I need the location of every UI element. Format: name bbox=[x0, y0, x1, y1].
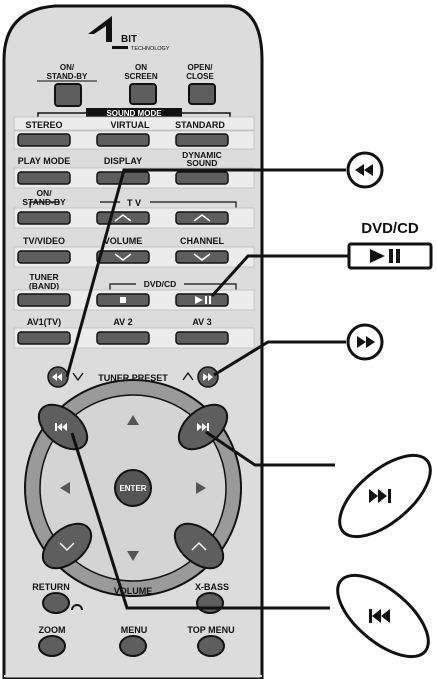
return-button[interactable] bbox=[42, 592, 70, 614]
standby-label-1: ON/ bbox=[60, 63, 75, 72]
enter-label: ENTER bbox=[119, 484, 146, 493]
nav-right-icon[interactable] bbox=[196, 482, 206, 494]
tv-channel-down-button[interactable] bbox=[175, 250, 229, 264]
av1-button[interactable] bbox=[17, 331, 71, 345]
dynamic-label-2: SOUND bbox=[187, 158, 218, 168]
return-label: RETURN bbox=[32, 582, 70, 592]
av3-button[interactable] bbox=[175, 331, 229, 345]
skip-next-leader-line bbox=[205, 430, 335, 467]
av3-label: AV 3 bbox=[192, 317, 211, 327]
skip-next-small-icon bbox=[197, 423, 209, 431]
fast-forward-leader-line bbox=[213, 340, 346, 377]
tuner-label-2: (BAND) bbox=[29, 281, 59, 291]
play-mode-button[interactable] bbox=[17, 171, 71, 185]
onscreen-label-1: ON bbox=[135, 63, 147, 72]
tuner-band-button[interactable] bbox=[17, 293, 71, 307]
fast-forward-icon bbox=[357, 336, 375, 348]
rewind-icon bbox=[355, 164, 373, 176]
play-pause-large-icon bbox=[370, 249, 385, 263]
enter-button[interactable] bbox=[114, 469, 152, 507]
rewind-callout bbox=[346, 151, 384, 189]
tuner-label-1: TUNER bbox=[29, 272, 58, 282]
tv-channel-up-button[interactable] bbox=[175, 211, 229, 225]
tv-standby-button[interactable] bbox=[17, 211, 71, 225]
skip-previous-callout bbox=[336, 573, 430, 659]
fast-forward-callout bbox=[346, 323, 384, 361]
top-menu-label: TOP MENU bbox=[187, 625, 234, 635]
logo-brand: BIT bbox=[121, 34, 137, 45]
standby-button[interactable] bbox=[54, 83, 82, 107]
play-mode-label: PLAY MODE bbox=[18, 156, 71, 166]
sound-mode-header bbox=[86, 108, 182, 118]
volume-up-arrow-icon bbox=[191, 541, 207, 551]
zoom-button[interactable] bbox=[38, 635, 66, 657]
volume-down-button[interactable] bbox=[35, 515, 100, 577]
tuner-preset-label: TUNER PRESET bbox=[98, 373, 168, 383]
channel-up-icon bbox=[193, 214, 211, 222]
skip-previous-leader-line bbox=[70, 432, 330, 610]
tv-volume-down-button[interactable] bbox=[96, 250, 150, 264]
av1-label: AV1(TV) bbox=[27, 317, 61, 327]
volume-down-icon bbox=[114, 253, 132, 261]
nav-down-icon[interactable] bbox=[127, 551, 139, 561]
tv-volume-label: VOLUME bbox=[104, 236, 143, 246]
onscreen-button[interactable] bbox=[129, 83, 157, 105]
top-menu-button[interactable] bbox=[197, 635, 225, 657]
standard-label: STANDARD bbox=[175, 120, 225, 130]
play-pause-callout bbox=[347, 242, 433, 270]
volume-up-icon bbox=[114, 214, 132, 222]
fast-forward-small-icon bbox=[203, 373, 213, 381]
dynamic-sound-button[interactable] bbox=[175, 171, 229, 185]
open-close-button[interactable] bbox=[188, 83, 216, 105]
tv-channel-label: CHANNEL bbox=[180, 236, 225, 246]
dvdcd-section-title: DVD/CD bbox=[144, 279, 177, 289]
standard-button[interactable] bbox=[175, 133, 229, 147]
return-arrow-icon bbox=[71, 604, 83, 611]
tv-video-label: TV/VIDEO bbox=[23, 236, 65, 246]
tv-volume-up-button[interactable] bbox=[96, 211, 150, 225]
skip-previous-icon bbox=[372, 609, 390, 623]
nav-up-icon[interactable] bbox=[127, 415, 139, 425]
channel-down-icon bbox=[193, 253, 211, 261]
xbass-button[interactable] bbox=[196, 592, 224, 614]
xbass-label: X-BASS bbox=[195, 582, 229, 592]
play-pause-leader-line bbox=[210, 254, 348, 298]
tv-video-button[interactable] bbox=[17, 250, 71, 264]
open-close-label-2: CLOSE bbox=[186, 72, 214, 81]
virtual-label: VIRTUAL bbox=[111, 120, 150, 130]
display-label: DISPLAY bbox=[104, 156, 142, 166]
av2-button[interactable] bbox=[96, 331, 150, 345]
nav-left-icon[interactable] bbox=[60, 482, 70, 494]
dvd-cd-caption: DVD/CD bbox=[361, 220, 419, 237]
skip-previous-small-icon bbox=[55, 423, 67, 431]
volume-up-button[interactable] bbox=[167, 515, 232, 577]
menu-button[interactable] bbox=[119, 635, 147, 657]
skip-next-icon bbox=[369, 489, 387, 503]
tv-standby-label-1: ON/ bbox=[36, 188, 52, 198]
stereo-label: STEREO bbox=[25, 120, 62, 130]
rewind-leader-line bbox=[65, 168, 346, 378]
volume-down-arrow-icon bbox=[59, 542, 75, 552]
rewind-small-icon bbox=[52, 373, 62, 381]
stop-icon bbox=[120, 297, 126, 303]
volume-label: VOLUME bbox=[114, 586, 153, 596]
tv-section-title: T V bbox=[127, 198, 141, 208]
virtual-button[interactable] bbox=[96, 133, 150, 147]
zoom-label: ZOOM bbox=[39, 625, 66, 635]
logo-sub: TECHNOLOGY bbox=[131, 46, 170, 52]
sound-mode-title: SOUND MODE bbox=[106, 109, 162, 118]
dynamic-label-1: DYNAMIC bbox=[182, 150, 222, 160]
one-bit-logo: BIT TECHNOLOGY bbox=[88, 16, 170, 52]
menu-label: MENU bbox=[121, 625, 148, 635]
play-pause-icon bbox=[195, 296, 211, 304]
open-close-label-1: OPEN/ bbox=[188, 63, 214, 72]
skip-next-callout bbox=[338, 453, 432, 539]
onscreen-label-2: SCREEN bbox=[124, 72, 158, 81]
av2-label: AV 2 bbox=[113, 317, 132, 327]
stereo-button[interactable] bbox=[17, 133, 71, 147]
standby-label-2: STAND-BY bbox=[47, 72, 88, 81]
